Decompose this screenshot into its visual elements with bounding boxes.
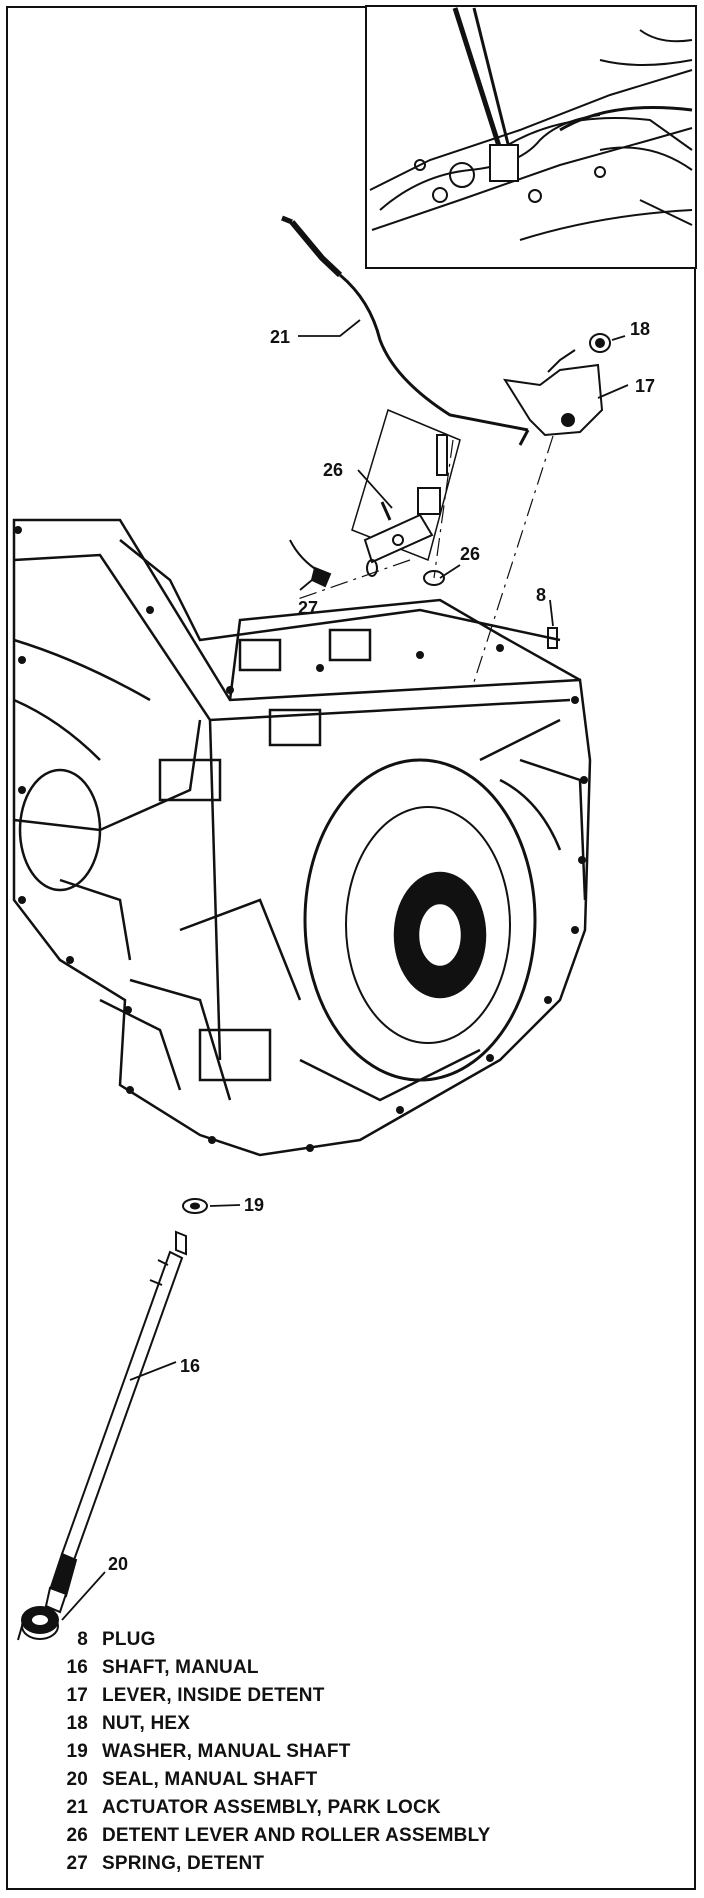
hex-nut [589,333,611,353]
callout-labels: 21 18 17 26 26 27 8 19 16 20 [108,319,655,1574]
case-bolt-holes [14,526,588,1152]
callout-8: 8 [536,585,546,605]
callout-16: 16 [180,1356,200,1376]
manual-shaft [44,1230,187,1614]
callout-21: 21 [270,327,290,347]
callout-20: 20 [108,1554,128,1574]
manual-shaft-seal [17,1606,59,1641]
inside-detent-lever [503,349,604,437]
callout-19: 19 [244,1195,264,1215]
callout-26-upper: 26 [323,460,343,480]
callout-27: 27 [298,598,318,618]
detent-roller-assembly [289,408,461,588]
leader-lines [61,319,629,1621]
callout-17: 17 [635,376,655,396]
manual-shaft-washer [182,1198,208,1214]
callout-18: 18 [630,319,650,339]
inset-detail [365,5,697,269]
park-lock-actuator [281,215,530,446]
transmission-case [12,518,592,1157]
callout-26-lower: 26 [460,544,480,564]
